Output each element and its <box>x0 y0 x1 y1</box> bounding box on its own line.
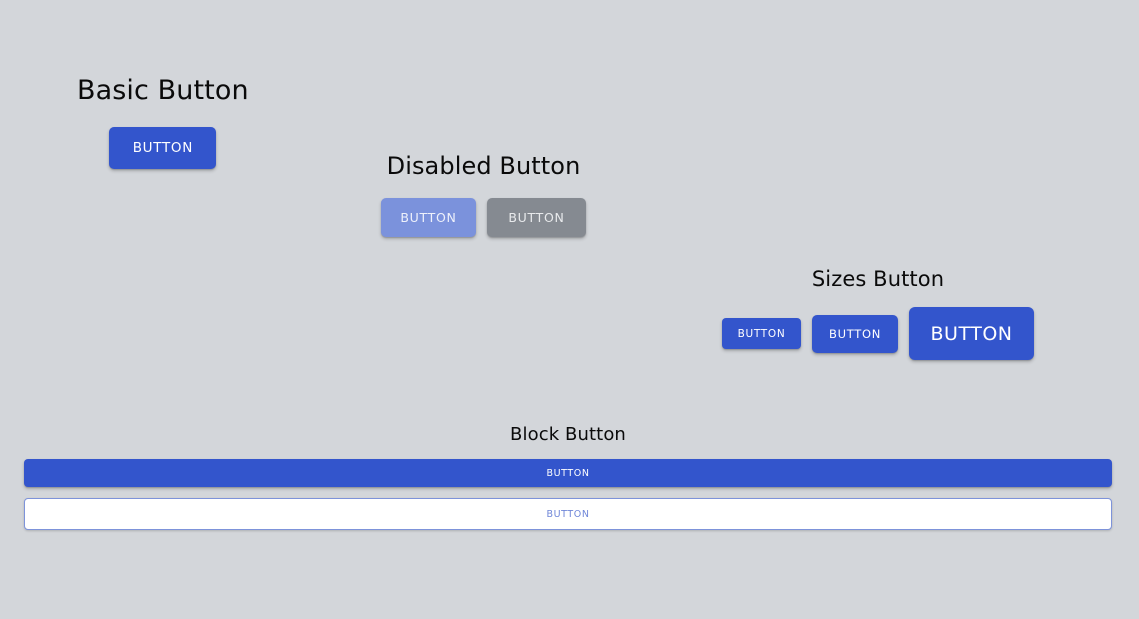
disabled-button-row: BUTTON BUTTON <box>381 198 586 237</box>
section-basic-button: Basic Button BUTTON <box>77 74 249 169</box>
disabled-secondary-button: BUTTON <box>487 198 586 237</box>
section-disabled-button: Disabled Button BUTTON BUTTON <box>381 151 586 237</box>
disabled-button-heading: Disabled Button <box>387 151 581 181</box>
size-large-button[interactable]: BUTTON <box>909 307 1034 360</box>
size-small-button[interactable]: BUTTON <box>722 318 801 349</box>
section-block-button: Block Button BUTTON BUTTON <box>24 423 1112 530</box>
sizes-button-heading: Sizes Button <box>812 266 944 293</box>
sizes-button-row: BUTTON BUTTON BUTTON <box>722 307 1034 360</box>
disabled-primary-button: BUTTON <box>381 198 476 237</box>
block-outline-button[interactable]: BUTTON <box>24 498 1112 530</box>
section-sizes-button: Sizes Button BUTTON BUTTON BUTTON <box>722 266 1034 360</box>
basic-button-heading: Basic Button <box>77 74 249 108</box>
block-button-heading: Block Button <box>24 423 1112 447</box>
block-filled-button[interactable]: BUTTON <box>24 459 1112 487</box>
basic-button[interactable]: BUTTON <box>109 127 216 169</box>
basic-button-row: BUTTON <box>109 127 216 169</box>
size-medium-button[interactable]: BUTTON <box>812 315 898 353</box>
